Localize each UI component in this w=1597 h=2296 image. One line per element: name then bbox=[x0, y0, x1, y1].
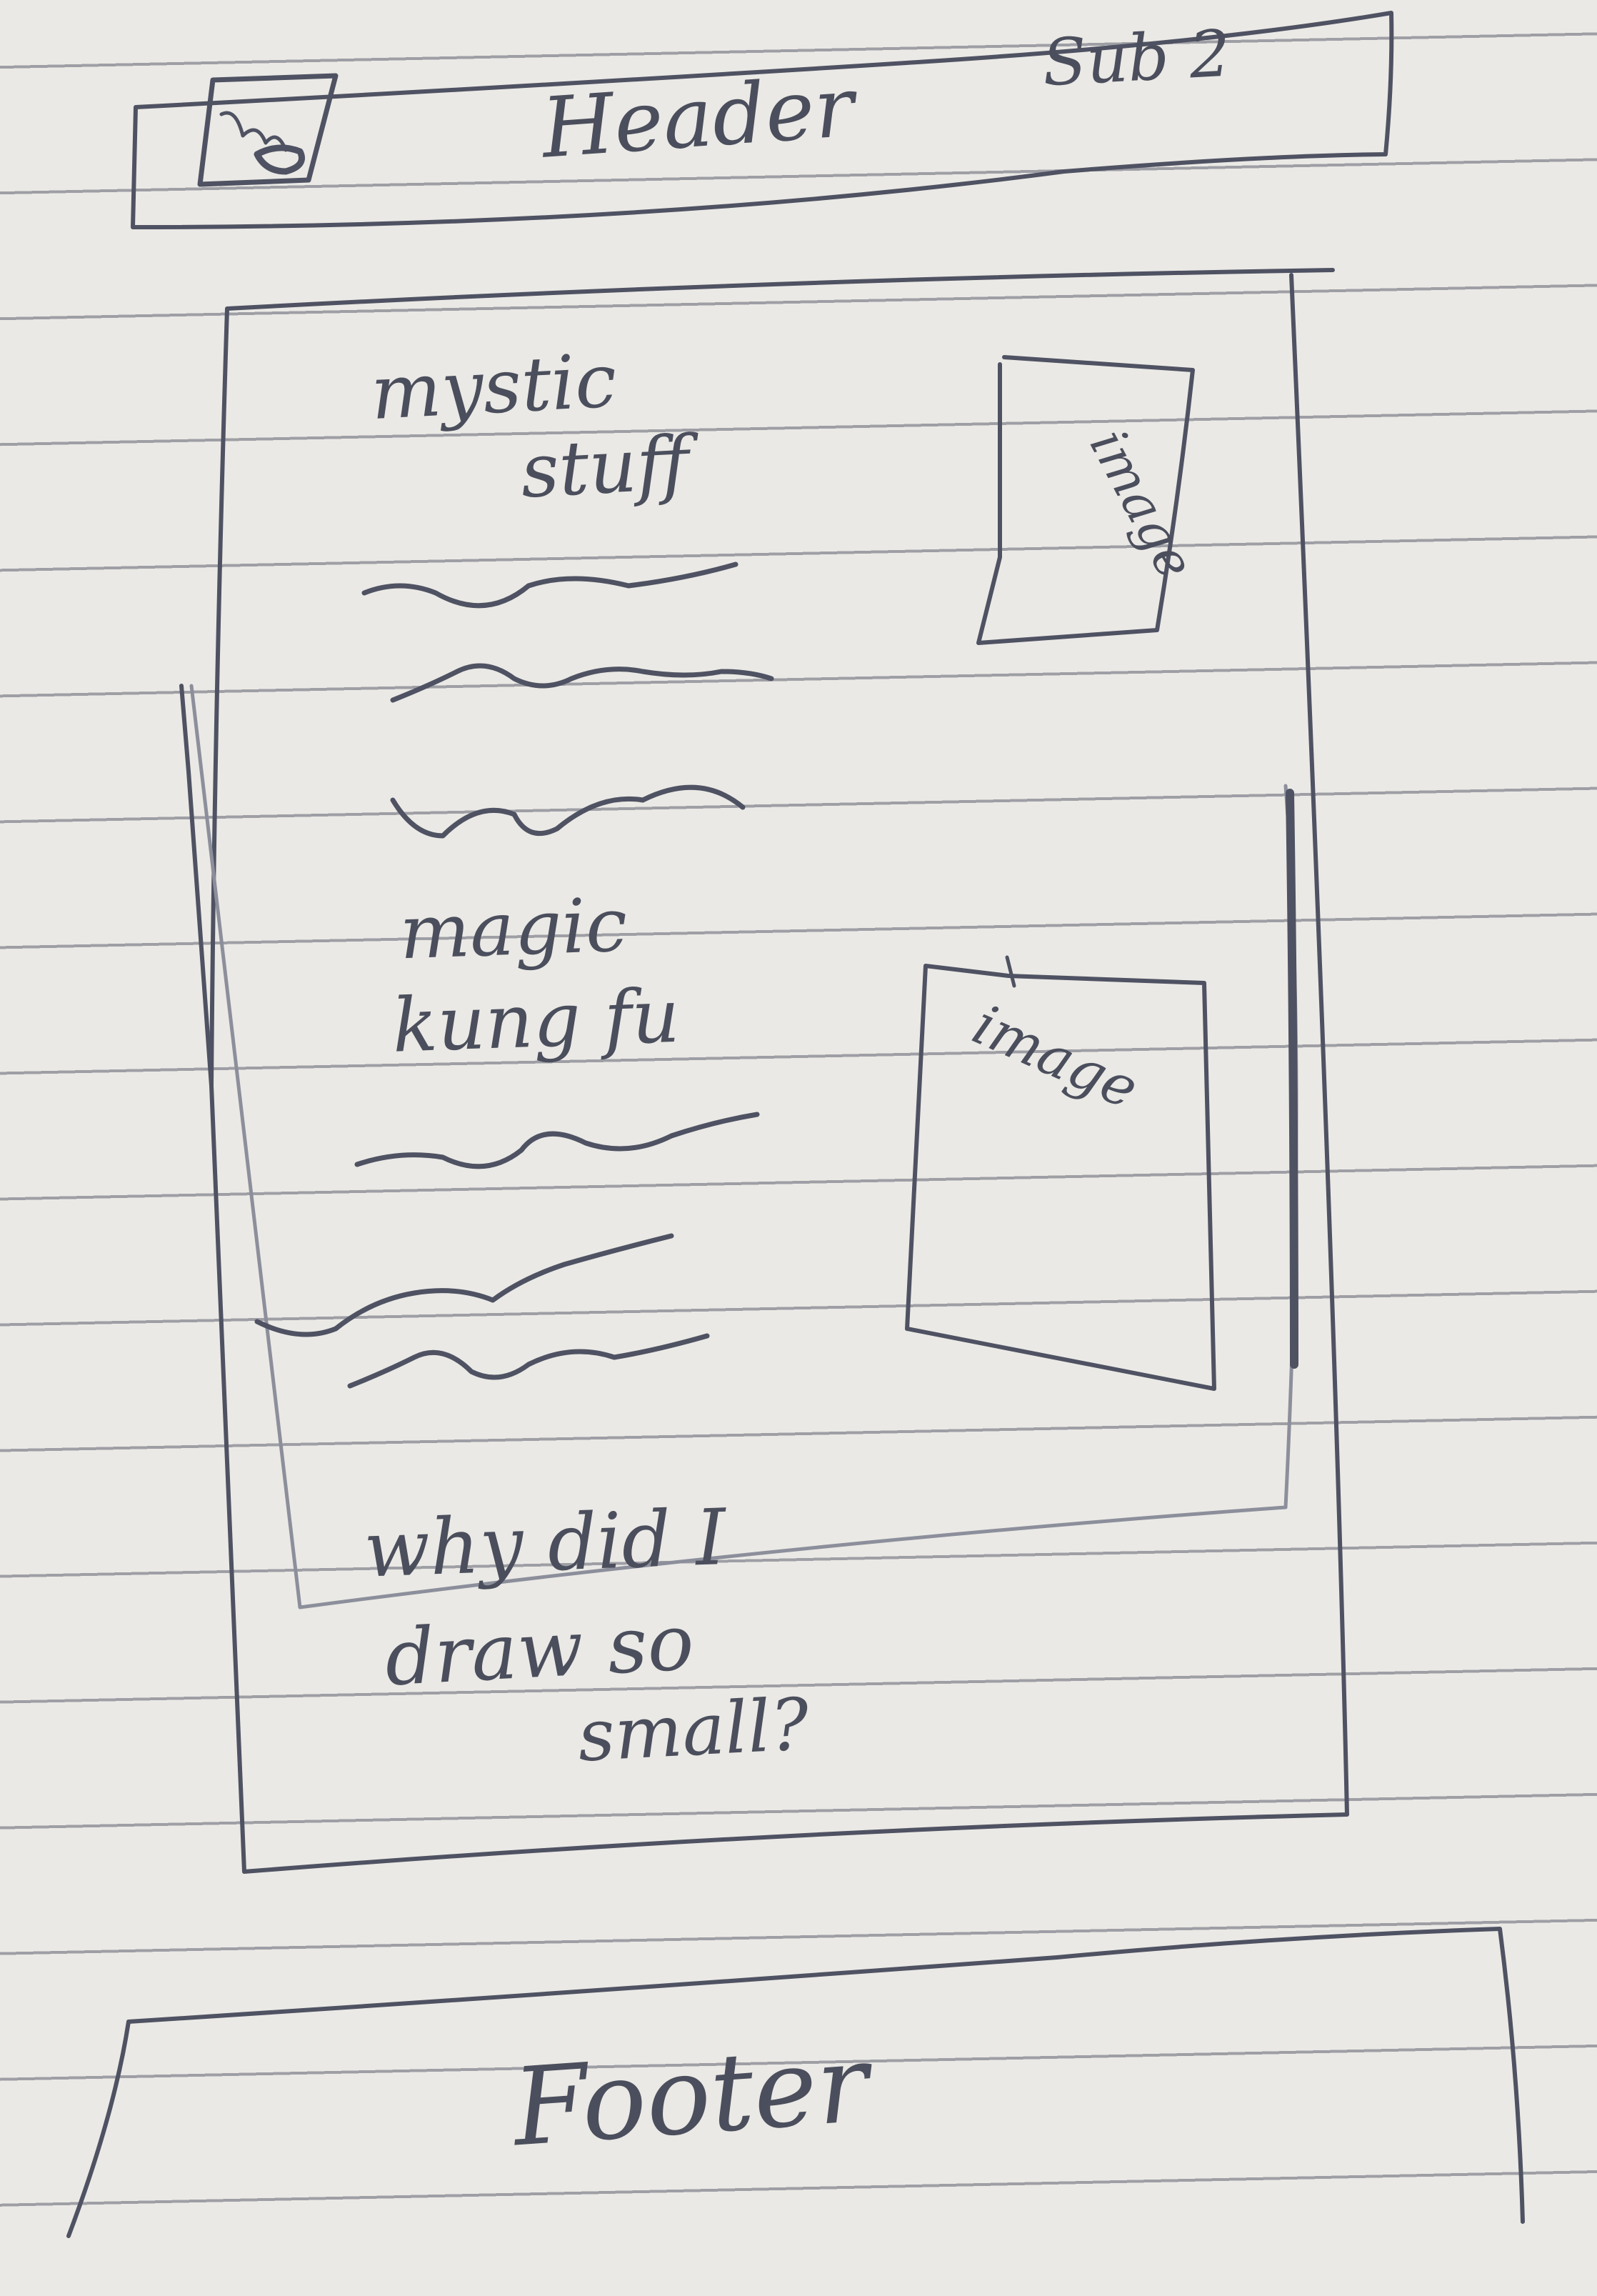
section-heading: mystic bbox=[369, 336, 619, 436]
closing-line: draw so bbox=[383, 1598, 696, 1703]
logo-icon bbox=[197, 73, 339, 187]
image-placeholder: image bbox=[905, 955, 1216, 1391]
placeholder-text-lines bbox=[361, 561, 774, 839]
closing-note: why did I draw so small? bbox=[362, 1493, 811, 1778]
header-title: Header bbox=[537, 59, 861, 177]
placeholder-text-lines bbox=[254, 1112, 760, 1389]
image-placeholder-label: image bbox=[963, 993, 1147, 1122]
closing-line: small? bbox=[576, 1682, 811, 1778]
content-section: mystic stuff image bbox=[361, 336, 1206, 839]
nav-link-sub-2[interactable]: Sub 2 bbox=[1041, 16, 1232, 101]
image-placeholder: image bbox=[976, 355, 1206, 645]
footer-label: Footer bbox=[507, 2022, 878, 2171]
closing-line: why did I bbox=[362, 1493, 729, 1595]
header-bar bbox=[131, 11, 1394, 229]
section-heading: stuff bbox=[519, 419, 702, 515]
content-section: magic kung fu image bbox=[254, 881, 1216, 1391]
section-heading: kung fu bbox=[391, 972, 681, 1069]
image-placeholder-label: image bbox=[1078, 419, 1206, 588]
section-heading: magic bbox=[398, 881, 629, 976]
main-content-panel bbox=[179, 268, 1349, 1874]
footer-bar: Footer bbox=[66, 1927, 1525, 2238]
